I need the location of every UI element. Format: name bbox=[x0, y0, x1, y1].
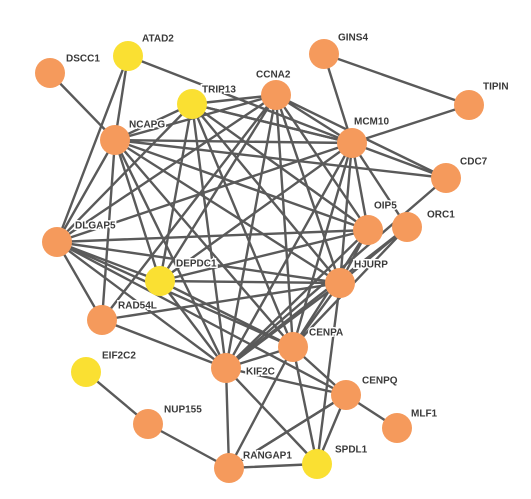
node-label-cenpa: CENPA bbox=[309, 328, 343, 339]
node-atad2[interactable] bbox=[113, 41, 143, 71]
edge-hjurp-depdc1 bbox=[158, 279, 342, 285]
node-label-nup155: NUP155 bbox=[164, 405, 202, 416]
node-kif2c[interactable] bbox=[211, 353, 241, 383]
edge-ccna2-depdc1 bbox=[158, 93, 278, 283]
edge-rangap1-cenpq bbox=[227, 393, 348, 470]
edge-atad2-dlgap5 bbox=[55, 54, 130, 244]
edge-rangap1-nup155 bbox=[146, 422, 231, 470]
edge-ncapg-hjurp bbox=[113, 138, 342, 285]
edge-ncapg-dlgap5 bbox=[55, 138, 117, 244]
node-label-kif2c: KIF2C bbox=[246, 367, 275, 378]
node-label-oip5: OIP5 bbox=[374, 201, 397, 212]
node-label-cenpq: CENPQ bbox=[362, 376, 398, 387]
node-oip5[interactable] bbox=[353, 215, 383, 245]
edge-dlgap5-rad54l bbox=[55, 240, 104, 322]
edge-cenpa-depdc1 bbox=[158, 279, 295, 349]
edge-oip5-depdc1 bbox=[158, 228, 370, 283]
node-cenpq[interactable] bbox=[331, 380, 361, 410]
node-dscc1[interactable] bbox=[35, 58, 65, 88]
node-trip13[interactable] bbox=[177, 89, 207, 119]
node-label-dscc1: DSCC1 bbox=[66, 54, 100, 65]
node-label-ccna2: CCNA2 bbox=[256, 70, 291, 81]
edge-ncapg-oip5 bbox=[113, 138, 370, 232]
node-label-mcm10: MCM10 bbox=[354, 117, 389, 128]
edge-mcm10-depdc1 bbox=[158, 141, 354, 283]
node-label-trip13: TRIP13 bbox=[202, 85, 236, 96]
edge-dlgap5-hjurp bbox=[55, 240, 342, 285]
node-label-dlgap5: DLGAP5 bbox=[75, 221, 116, 232]
node-nup155[interactable] bbox=[133, 409, 163, 439]
edge-ncapg-cenpa bbox=[113, 138, 295, 349]
node-label-hjurp: HJURP bbox=[354, 260, 388, 271]
edge-kif2c-rad54l bbox=[100, 318, 228, 370]
edge-hjurp-spdl1 bbox=[315, 281, 342, 466]
edge-gins4-tipin bbox=[322, 52, 471, 107]
edge-tipin-mcm10 bbox=[350, 103, 471, 145]
node-label-atad2: ATAD2 bbox=[142, 34, 174, 45]
edge-oip5-kif2c bbox=[224, 228, 370, 370]
node-dlgap5[interactable] bbox=[42, 227, 72, 257]
node-label-spdl1: SPDL1 bbox=[335, 445, 368, 456]
node-label-orc1: ORC1 bbox=[427, 210, 455, 221]
node-cdc7[interactable] bbox=[431, 163, 461, 193]
node-label-cdc7: CDC7 bbox=[460, 157, 488, 168]
edge-ccna2-oip5 bbox=[274, 93, 370, 232]
edge-mcm10-ncapg bbox=[113, 138, 354, 145]
node-mlf1[interactable] bbox=[382, 413, 412, 443]
edge-mcm10-cenpa bbox=[291, 141, 354, 349]
edge-dlgap5-oip5 bbox=[55, 228, 370, 244]
edges-layer bbox=[48, 52, 471, 470]
node-label-rangap1: RANGAP1 bbox=[243, 451, 292, 462]
edge-trip13-cenpa bbox=[190, 102, 295, 349]
edge-dscc1-ncapg bbox=[48, 71, 117, 142]
edge-cenpa-spdl1 bbox=[291, 345, 319, 466]
edge-ncapg-cdc7 bbox=[113, 138, 448, 180]
node-cenpa[interactable] bbox=[278, 332, 308, 362]
nodes-layer bbox=[35, 39, 484, 483]
edge-dlgap5-kif2c bbox=[55, 240, 228, 370]
edge-kif2c-depdc1 bbox=[158, 279, 228, 370]
edge-hjurp-rad54l bbox=[100, 281, 342, 322]
node-label-eif2c2: EIF2C2 bbox=[102, 351, 136, 362]
edge-trip13-depdc1 bbox=[158, 102, 194, 283]
node-eif2c2[interactable] bbox=[71, 357, 101, 387]
edge-ncapg-rad54l bbox=[100, 138, 117, 322]
edge-mcm10-kif2c bbox=[224, 141, 354, 370]
edge-ccna2-dlgap5 bbox=[55, 93, 278, 244]
node-rangap1[interactable] bbox=[214, 453, 244, 483]
edge-mcm10-cdc7 bbox=[350, 141, 448, 180]
edge-cenpa-rangap1 bbox=[227, 345, 295, 470]
edge-kif2c-spdl1 bbox=[224, 366, 319, 466]
edge-ncapg-depdc1 bbox=[113, 138, 162, 283]
node-ccna2[interactable] bbox=[261, 80, 291, 110]
node-tipin[interactable] bbox=[454, 90, 484, 120]
node-depdc1[interactable] bbox=[145, 266, 175, 296]
edge-ncapg-kif2c bbox=[113, 138, 228, 370]
node-gins4[interactable] bbox=[309, 39, 339, 69]
edge-kif2c-rangap1 bbox=[224, 366, 231, 470]
node-label-depdc1: DEPDC1 bbox=[176, 259, 217, 270]
edge-kif2c-orc1 bbox=[224, 225, 409, 370]
edge-dlgap5-cenpa bbox=[55, 240, 295, 349]
node-label-gins4: GINS4 bbox=[338, 33, 368, 44]
node-ncapg[interactable] bbox=[100, 125, 130, 155]
edge-gins4-mcm10 bbox=[322, 52, 354, 145]
edge-kif2c-cenpq bbox=[224, 366, 348, 397]
node-rad54l[interactable] bbox=[87, 305, 117, 335]
edge-mcm10-orc1 bbox=[350, 141, 409, 229]
node-hjurp[interactable] bbox=[325, 268, 355, 298]
node-spdl1[interactable] bbox=[302, 449, 332, 479]
node-label-rad54l: RAD54L bbox=[118, 301, 157, 312]
edge-trip13-mcm10 bbox=[190, 102, 354, 145]
node-label-mlf1: MLF1 bbox=[411, 409, 438, 420]
node-label-ncapg: NCAPG bbox=[129, 120, 165, 131]
node-label-tipin: TIPIN bbox=[483, 82, 509, 93]
edge-trip13-oip5 bbox=[190, 102, 370, 232]
edge-ccna2-kif2c bbox=[224, 93, 278, 370]
edge-dlgap5-depdc1 bbox=[55, 240, 162, 283]
node-orc1[interactable] bbox=[392, 212, 422, 242]
node-mcm10[interactable] bbox=[337, 128, 367, 158]
